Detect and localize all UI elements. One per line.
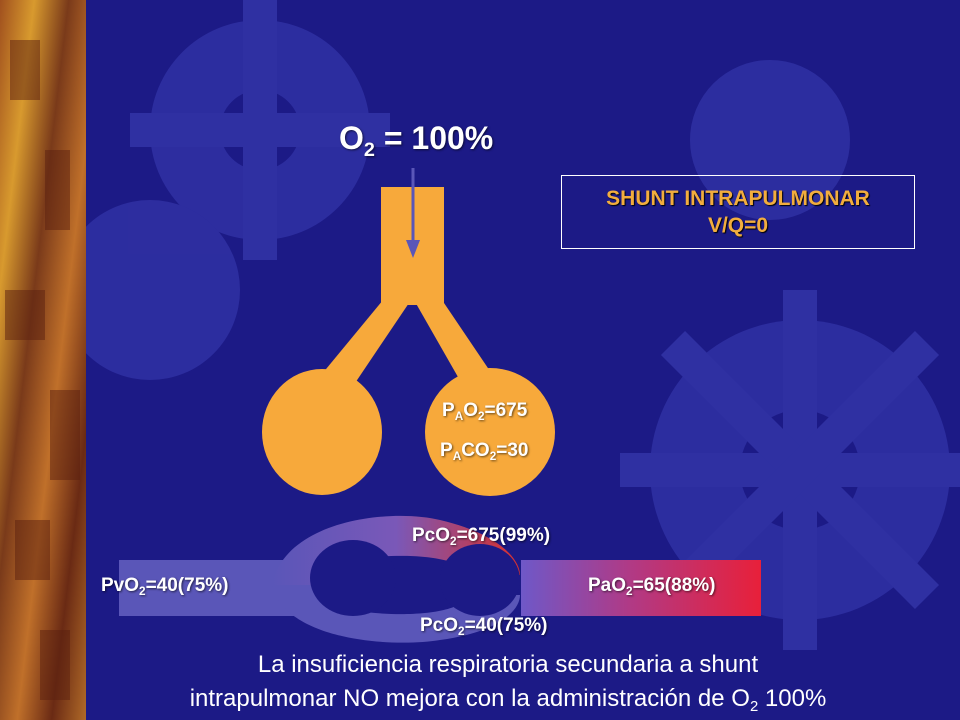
shunt-ring-left bbox=[310, 540, 396, 616]
vq-ratio: V/Q=0 bbox=[707, 214, 769, 237]
caption-line-1: La insuficiencia respiratoria secundaria… bbox=[257, 651, 759, 678]
arterial-po2-label: PaO2=65(88%) bbox=[588, 575, 716, 599]
shunted-alveolus bbox=[262, 369, 382, 495]
left-decorative-strip bbox=[0, 0, 86, 720]
airway bbox=[317, 187, 496, 398]
caption-line-2: intrapulmonar NO mejora con la administr… bbox=[189, 685, 827, 716]
inspired-o2-label: O2 = 100% bbox=[339, 120, 494, 161]
capillary-top-arc bbox=[272, 515, 520, 585]
capillary-bottom-label: PcO2=40(75%) bbox=[420, 615, 548, 639]
ventilated-alveolus bbox=[425, 368, 555, 496]
alveolar-pco2-label: PACO2=30 bbox=[440, 440, 529, 464]
shunt-title-box: SHUNT INTRAPULMONAR V/Q=0 bbox=[561, 175, 915, 249]
down-arrow-icon bbox=[406, 168, 420, 258]
capillary-top-label: PcO2=675(99%) bbox=[412, 525, 551, 549]
arterial-bar bbox=[521, 560, 761, 616]
venous-po2-label: PvO2=40(75%) bbox=[101, 575, 229, 599]
left-strip-texture bbox=[5, 40, 80, 700]
capillary-bottom-arc bbox=[272, 585, 520, 643]
shunt-title: SHUNT INTRAPULMONAR bbox=[606, 187, 870, 210]
slide-caption: La insuficiencia respiratoria secundaria… bbox=[0, 648, 960, 716]
shunt-ring-right bbox=[440, 544, 520, 616]
alveolar-po2-label: PAO2=675 bbox=[442, 400, 528, 424]
gear-icon bbox=[130, 0, 960, 650]
